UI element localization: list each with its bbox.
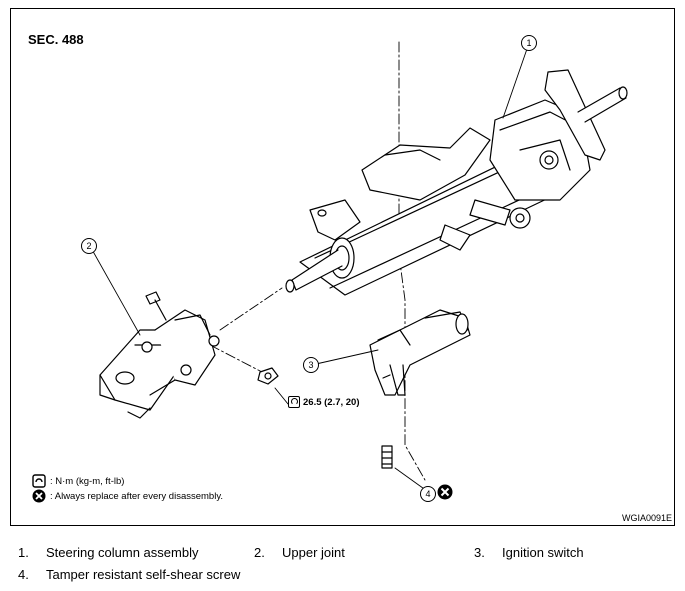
torque-wrench-icon (32, 474, 46, 488)
parts-list-item: 2.Upper joint (254, 545, 345, 560)
callout-3: 3 (303, 357, 319, 373)
callout-4: 4 (420, 486, 436, 502)
legend-torque: : N·m (kg-m, ft-lb) (32, 474, 124, 488)
torque-spec: 26.5 (2.7, 20) (288, 396, 360, 408)
torque-wrench-icon (288, 396, 300, 408)
diagram-frame (10, 8, 675, 526)
parts-list-item: 1.Steering column assembly (18, 545, 199, 560)
torque-value: 26.5 (2.7, 20) (303, 396, 360, 408)
callout-1: 1 (521, 35, 537, 51)
legend-torque-text: : N·m (kg-m, ft-lb) (50, 475, 125, 487)
steering-column-body (285, 69, 628, 296)
replace-x-icon (437, 484, 453, 500)
upper-joint-illustration (99, 291, 279, 419)
parts-list-item: 3.Ignition switch (474, 545, 584, 560)
legend-replace: : Always replace after every disassembly… (32, 489, 223, 503)
legend-replace-text: : Always replace after every disassembly… (50, 490, 224, 502)
callout-2: 2 (81, 238, 97, 254)
shear-screw-illustration (381, 445, 393, 469)
parts-list-item: 4.Tamper resistant self-shear screw (18, 567, 241, 582)
section-label: SEC. 488 (28, 32, 84, 47)
figure-code: WGIA0091E (622, 513, 673, 523)
replace-x-icon (32, 489, 46, 503)
ignition-switch-illustration (369, 309, 471, 396)
